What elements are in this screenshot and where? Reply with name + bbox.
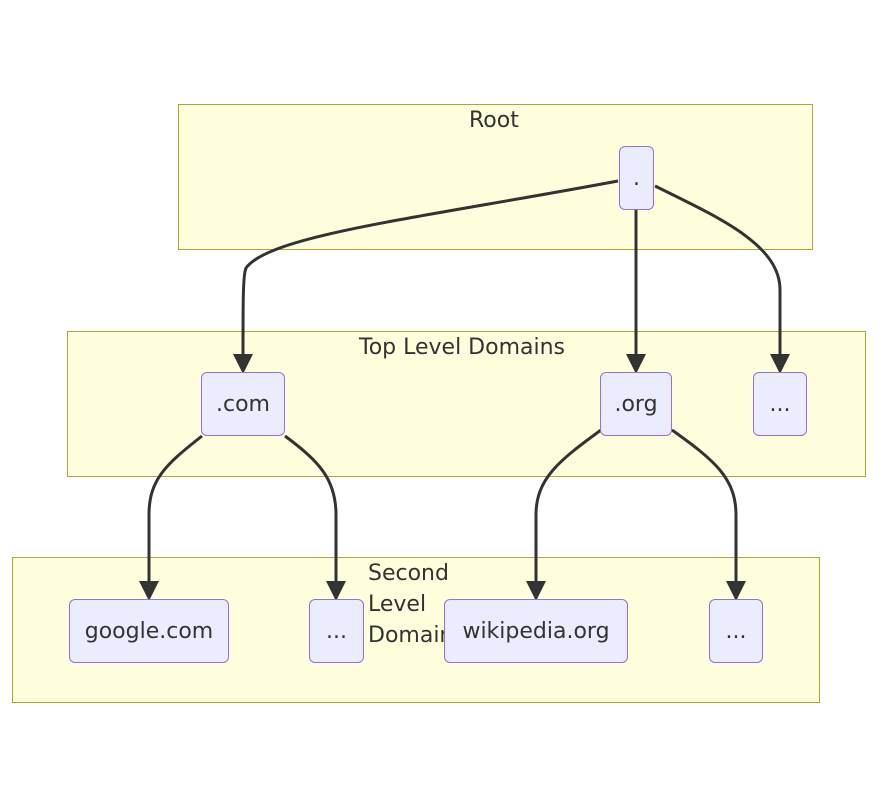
node-wikipedia-org: wikipedia.org [444, 599, 628, 663]
node-com: .com [201, 372, 285, 436]
cluster-second-level-domains-label: Second Level Domains [368, 561, 465, 648]
node-root-dot: . [619, 146, 654, 210]
node-com-more: ... [309, 599, 364, 663]
cluster-top-level-domains-label: Top Level Domains [359, 335, 566, 360]
node-org-more: ... [709, 599, 763, 663]
node-tld-more: ... [753, 372, 807, 436]
node-google-com: google.com [69, 599, 229, 663]
node-org: .org [600, 372, 672, 436]
cluster-root-label: Root [469, 108, 519, 133]
